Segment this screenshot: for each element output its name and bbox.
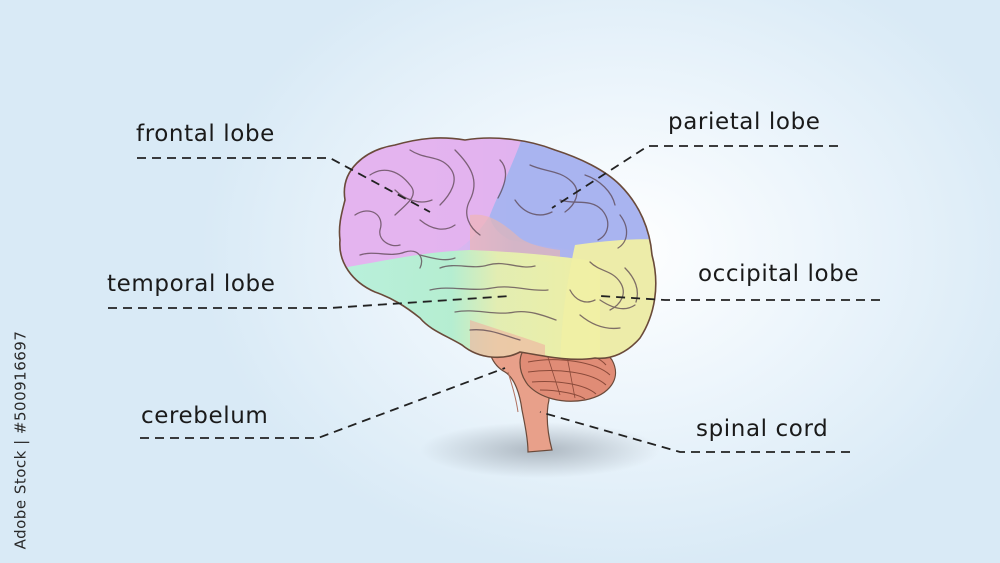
stock-watermark: Adobe Stock | #500916697 <box>8 330 32 550</box>
cerebrum-shape <box>338 137 657 361</box>
leader-frontal <box>137 157 431 213</box>
leader-spinal <box>539 411 850 453</box>
leader-occipital <box>599 295 880 301</box>
label-frontal-lobe: frontal lobe <box>136 121 275 147</box>
label-parietal-lobe: parietal lobe <box>668 109 821 135</box>
label-temporal-lobe: temporal lobe <box>107 271 276 297</box>
watermark-text: Adobe Stock | #500916697 <box>11 330 29 550</box>
leader-parietal <box>551 145 838 209</box>
label-cerebellum: cerebelum <box>141 403 269 429</box>
leader-lines <box>108 145 880 453</box>
label-occipital-lobe: occipital lobe <box>698 261 860 287</box>
frontal-lobe-region <box>339 137 525 300</box>
label-spinal-cord: spinal cord <box>696 416 829 442</box>
